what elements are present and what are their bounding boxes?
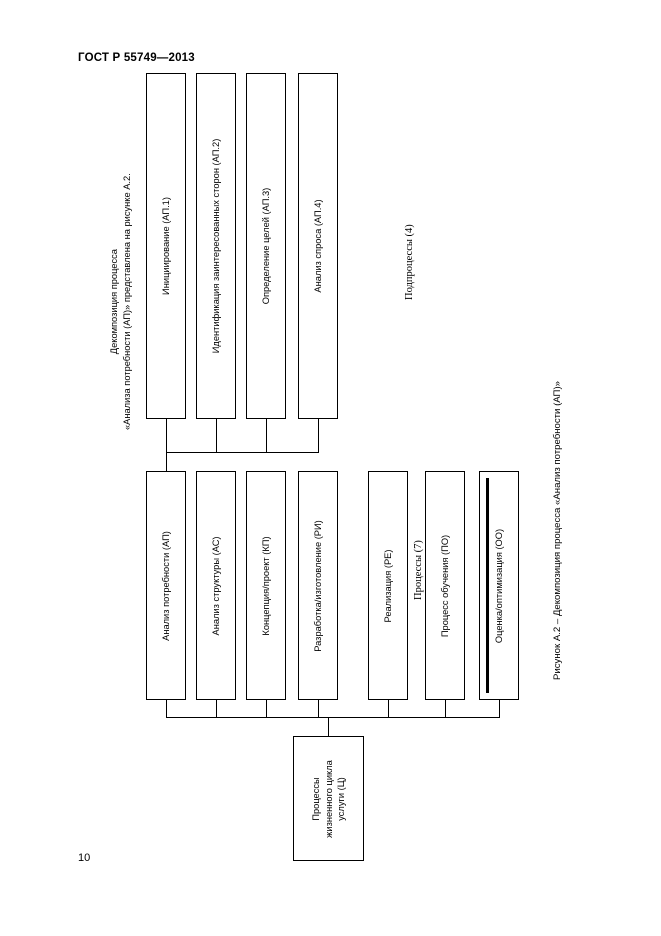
side-note-line-2: «Анализа потребности (АП)» представлена …: [121, 173, 132, 430]
side-note: Декомпозиция процесса «Анализа потребнос…: [108, 173, 133, 430]
process-box-ri-label: Разработка/изготовление (РИ): [312, 519, 323, 652]
subprocess-box-ap4: Анализ спроса (АП.4): [298, 73, 338, 419]
connector-oo-down: [499, 700, 500, 717]
root-box-line-3: услуги (Ц): [335, 776, 346, 821]
process-box-oo: Оценка/оптимизация (ОО): [479, 471, 519, 700]
connector-bus-to-root: [328, 717, 329, 736]
process-box-kp: Концепция/проект (КП): [246, 471, 286, 700]
root-box-line-2: жизненного цикла: [323, 759, 334, 838]
subprocess-box-ap3: Определение целей (АП.3): [246, 73, 286, 419]
process-box-ri: Разработка/изготовление (РИ): [298, 471, 338, 700]
connector-bus-to-ap: [166, 452, 167, 471]
connector-subprocess-bus: [166, 452, 319, 453]
root-box-line-1: Процессы: [310, 776, 321, 821]
side-note-line-1: Декомпозиция процесса: [109, 249, 119, 355]
subprocess-box-ap4-label: Анализ спроса (АП.4): [312, 199, 323, 293]
process-box-as: Анализ структуры (АС): [196, 471, 236, 700]
connector-re-down: [388, 700, 389, 717]
connector-process-bus: [166, 717, 500, 718]
subprocess-box-ap2-label: Идентификация заинтересованных сторон (А…: [210, 138, 221, 354]
page-title: ГОСТ Р 55749—2013: [78, 52, 195, 64]
root-box-lifecycle-label: Процессы жизненного цикла услуги (Ц): [310, 760, 348, 838]
connector-ri-down: [318, 700, 319, 717]
connector-ap1-down: [166, 419, 167, 452]
page-number: 10: [78, 852, 91, 864]
subprocess-box-ap3-label: Определение целей (АП.3): [260, 187, 271, 305]
connector-ap-down: [166, 700, 167, 717]
process-box-po: Процесс обучения (ПО): [425, 471, 465, 700]
subprocess-box-ap1: Инициирование (АП.1): [146, 73, 186, 419]
group-label-processes: Процессы (7): [413, 540, 424, 600]
connector-kp-down: [266, 700, 267, 717]
subprocess-box-ap2: Идентификация заинтересованных сторон (А…: [196, 73, 236, 419]
process-box-ap-label: Анализ потребности (АП): [160, 530, 171, 641]
subprocess-box-ap1-label: Инициирование (АП.1): [160, 197, 171, 295]
process-box-re: Реализация (РЕ): [368, 471, 408, 700]
process-box-po-label: Процесс обучения (ПО): [439, 534, 450, 637]
connector-ap3-down: [266, 419, 267, 452]
process-box-kp-label: Концепция/проект (КП): [260, 535, 271, 636]
accent-bar-icon: [486, 478, 489, 693]
connector-ap4-down: [318, 419, 319, 452]
connector-ap2-down: [216, 419, 217, 452]
connector-po-down: [445, 700, 446, 717]
group-label-subprocesses: Подпроцессы (4): [404, 224, 415, 300]
figure-caption: Рисунок А.2 – Декомпозиция процесса «Ана…: [552, 381, 563, 680]
process-box-oo-label: Оценка/оптимизация (ОО): [493, 528, 504, 643]
root-box-lifecycle: Процессы жизненного цикла услуги (Ц): [293, 736, 364, 861]
process-box-as-label: Анализ структуры (АС): [210, 535, 221, 636]
process-box-re-label: Реализация (РЕ): [382, 549, 393, 622]
process-box-ap: Анализ потребности (АП): [146, 471, 186, 700]
connector-as-down: [216, 700, 217, 717]
